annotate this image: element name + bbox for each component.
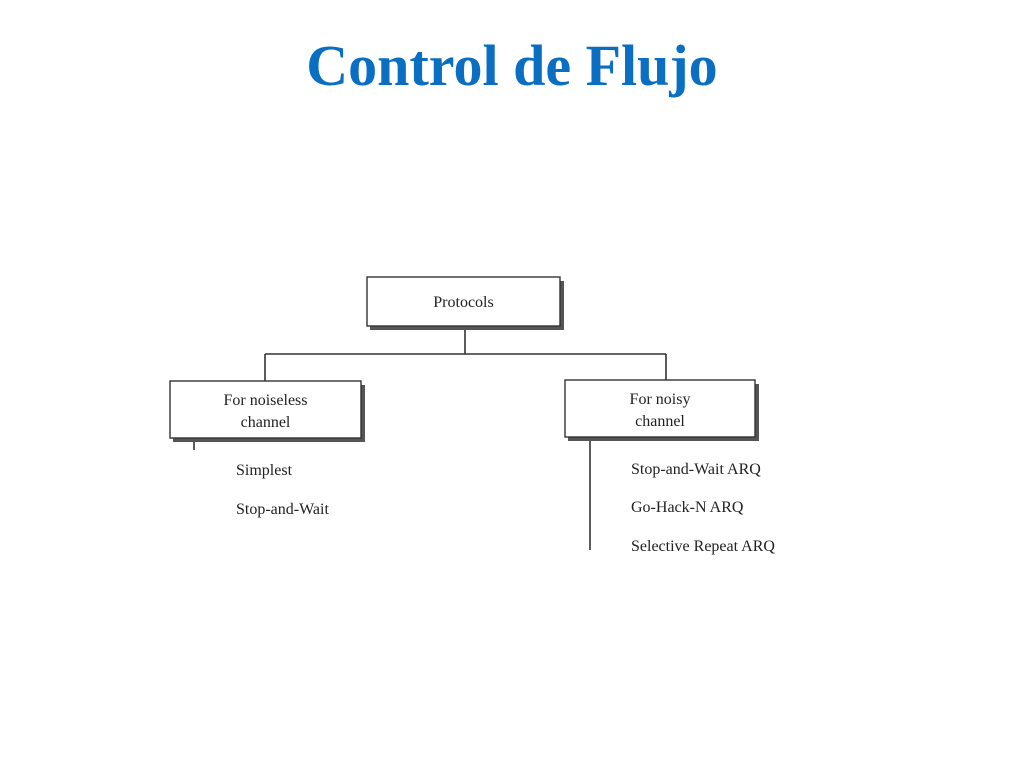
list-item: Stop-and-Wait	[236, 501, 329, 518]
noisy-protocol-list: Stop-and-Wait ARQ Go-Hack-N ARQ Selectiv…	[631, 461, 775, 555]
branch-node-noiseless-box	[169, 380, 362, 439]
branch-node-noiseless-label-line1: For noiseless	[224, 392, 308, 409]
list-item: Simplest	[236, 462, 293, 479]
branch-node-noisy-label-line2: channel	[635, 413, 685, 430]
root-node-box	[366, 276, 561, 327]
branch-node-noisy-box	[564, 379, 756, 438]
tree-connectors	[193, 329, 667, 550]
branch-node-noiseless: For noiseless channel	[169, 380, 365, 442]
noiseless-protocol-list: Simplest Stop-and-Wait	[236, 462, 329, 518]
slide-title: Control de Flujo	[306, 33, 718, 98]
root-node-label: Protocols	[433, 294, 493, 311]
list-item: Stop-and-Wait ARQ	[631, 461, 761, 478]
root-node: Protocols	[366, 276, 564, 330]
branch-node-noiseless-label-line2: channel	[241, 414, 291, 431]
branch-node-noisy: For noisy channel	[564, 379, 759, 441]
list-item: Go-Hack-N ARQ	[631, 499, 744, 516]
branch-node-noisy-label-line1: For noisy	[630, 391, 691, 408]
list-item: Selective Repeat ARQ	[631, 538, 775, 555]
